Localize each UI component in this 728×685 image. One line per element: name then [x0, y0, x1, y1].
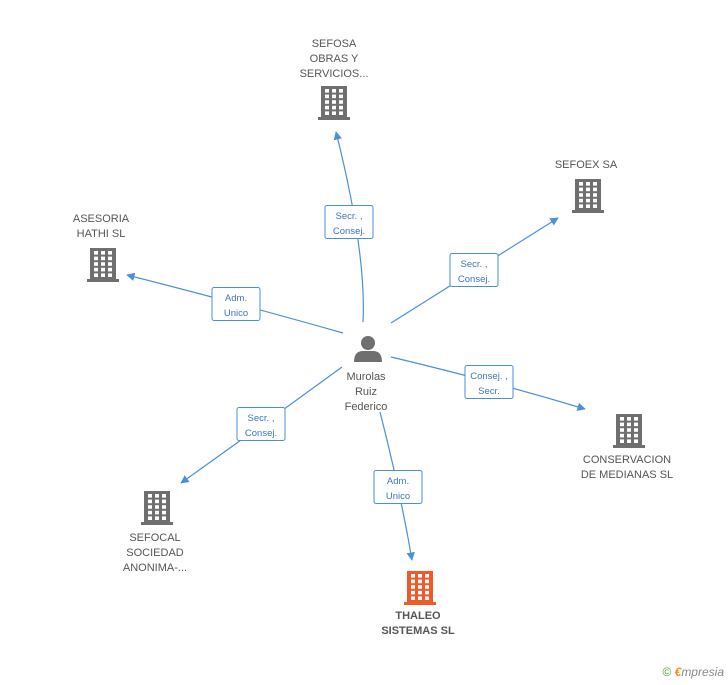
company-name-asesoria: ASESORIA HATHI SL	[73, 213, 130, 240]
relation-badge-sefocal[interactable]: Secr. , Consej.	[236, 407, 286, 441]
company-name-sefocal: SEFOCAL SOCIEDAD ANONIMA-...	[123, 532, 187, 574]
company-name-sefosa: SEFOSA OBRAS Y SERVICIOS...	[300, 38, 369, 80]
relation-label: Consej.	[245, 428, 277, 439]
company-name-sefocal-line: SOCIEDAD	[126, 547, 184, 559]
company-name-sefocal-line: ANONIMA-...	[123, 562, 187, 574]
company-name-sefosa-line: OBRAS Y	[310, 53, 359, 65]
relation-label: Secr. ,	[336, 211, 363, 222]
company-name-conservacion-line: CONSERVACION	[583, 454, 671, 466]
company-node-asesoria[interactable]: ASESORIA HATHI SL	[73, 213, 130, 282]
relation-label: Secr. ,	[461, 259, 488, 270]
person-icon	[354, 336, 382, 362]
relation-badge-asesoria[interactable]: Adm. Unico	[211, 287, 261, 321]
relation-label: Adm.	[225, 293, 247, 304]
building-icon	[318, 86, 350, 120]
brand-logo-icon: €	[674, 665, 682, 679]
company-name-sefoex-line: SEFOEX SA	[555, 159, 618, 171]
relation-badge-conservacion[interactable]: Consej. , Secr.	[464, 365, 514, 399]
copyright-icon: ©	[662, 665, 672, 679]
company-node-sefosa[interactable]: SEFOSA OBRAS Y SERVICIOS...	[300, 38, 369, 120]
building-icon	[572, 179, 604, 213]
company-node-conservacion[interactable]: CONSERVACION DE MEDIANAS SL	[581, 414, 673, 481]
company-name-sefocal-line: SEFOCAL	[129, 532, 180, 544]
relation-label: Adm.	[387, 476, 409, 487]
relation-label: Secr.	[478, 386, 500, 397]
company-node-sefocal[interactable]: SEFOCAL SOCIEDAD ANONIMA-...	[123, 491, 187, 574]
company-name-thaleo: THALEO SISTEMAS SL	[381, 610, 455, 637]
relation-badge-sefosa[interactable]: Secr. , Consej.	[324, 205, 374, 239]
relation-label: Consej. ,	[470, 371, 508, 382]
company-name-conservacion: CONSERVACION DE MEDIANAS SL	[581, 454, 673, 481]
relation-label: Secr. ,	[248, 413, 275, 424]
relation-label: Unico	[224, 308, 248, 319]
person-name-line: Federico	[345, 401, 388, 413]
company-name-sefosa-line: SERVICIOS...	[300, 68, 369, 80]
company-name-thaleo-line: THALEO	[395, 610, 441, 622]
brand-name: mpresia	[681, 665, 724, 679]
company-name-sefoex: SEFOEX SA	[555, 159, 618, 171]
company-name-thaleo-line: SISTEMAS SL	[381, 625, 455, 637]
building-icon	[87, 248, 119, 282]
relation-badge-thaleo[interactable]: Adm. Unico	[373, 470, 423, 504]
company-name-conservacion-line: DE MEDIANAS SL	[581, 469, 673, 481]
relation-badge-sefoex[interactable]: Secr. , Consej.	[449, 253, 499, 287]
relation-label: Consej.	[333, 226, 365, 237]
building-icon	[613, 414, 645, 448]
company-name-sefosa-line: SEFOSA	[312, 38, 357, 50]
footer-brand: © €mpresia	[662, 665, 724, 679]
relation-label: Consej.	[458, 274, 490, 285]
relation-label: Unico	[386, 491, 410, 502]
edge-sefosa	[333, 131, 364, 323]
company-name-asesoria-line: HATHI SL	[77, 228, 126, 240]
building-icon	[404, 571, 436, 605]
person-name-line: Ruiz	[355, 386, 377, 398]
company-name-asesoria-line: ASESORIA	[73, 213, 130, 225]
person-name-line: Murolas	[346, 371, 386, 383]
company-node-thaleo[interactable]: THALEO SISTEMAS SL	[381, 571, 455, 637]
building-icon	[141, 491, 173, 525]
company-node-sefoex[interactable]: SEFOEX SA	[555, 159, 618, 213]
